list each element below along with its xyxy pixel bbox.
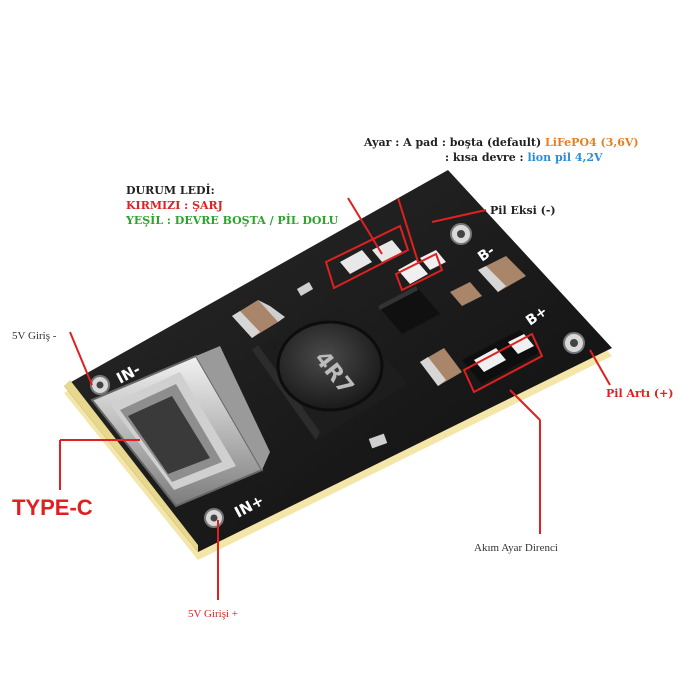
type-c-label: TYPE-C <box>12 495 93 520</box>
status-led-title: DURUM LEDİ: <box>126 184 215 197</box>
battery-positive-label: Pil Artı (+) <box>606 387 674 400</box>
capacitor-left <box>232 300 285 338</box>
silkscreen-b-minus: B- <box>475 243 498 266</box>
status-leds <box>296 240 402 296</box>
adjust-pad-text: Ayar : A pad : boşta (default) <box>364 136 542 149</box>
status-led-green-line: YEŞİL : DEVRE BOŞTA / PİL DOLU <box>126 214 339 227</box>
adjust-pad-note: Ayar : A pad : boşta (default) LiFePO4 (… <box>364 136 639 150</box>
usb-c-connector <box>90 346 270 508</box>
resistor-highlight-box <box>462 332 544 394</box>
short-circuit-note: : kısa devre : lion pil 4,2V <box>445 151 603 165</box>
capacitor-small <box>450 282 482 306</box>
status-led-red-line: KIRMIZI : ŞARJ <box>126 199 223 212</box>
resistor-label: Akım Ayar Direnci <box>474 542 558 554</box>
short-circuit-text: : kısa devre : <box>445 151 524 164</box>
capacitor-bottom <box>420 348 462 386</box>
capacitor-right <box>478 256 526 292</box>
input-negative-label: 5V Giriş - <box>12 330 57 342</box>
lifepo4-text: LiFePO4 (3,6V) <box>545 136 639 149</box>
current-resistor <box>462 330 540 384</box>
annotations <box>59 197 611 600</box>
led-highlight-box <box>324 224 410 290</box>
input-positive-label: 5V Girişi + <box>188 608 239 620</box>
charger-ic <box>378 286 440 334</box>
inductor: 4R7 <box>252 306 408 449</box>
lion-text: lion pil 4,2V <box>527 151 603 164</box>
battery-negative-label: Pil Eksi (-) <box>490 204 556 217</box>
pad-a-highlight-box <box>394 252 444 292</box>
